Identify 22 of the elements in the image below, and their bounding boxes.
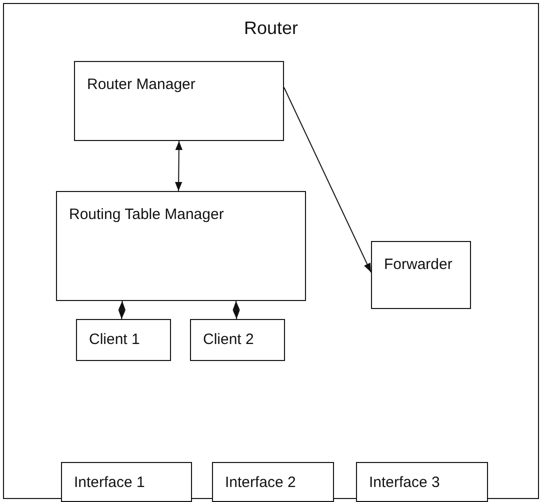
box-label: Client 1	[89, 331, 140, 348]
arrow	[232, 300, 240, 320]
arrow	[118, 300, 126, 320]
arrow	[284, 86, 372, 273]
component-box	[371, 241, 471, 309]
component-box	[56, 191, 306, 301]
box-label: Interface 3	[369, 474, 440, 491]
router-frame	[3, 3, 539, 499]
frame-title: Router	[244, 18, 298, 39]
arrow	[175, 140, 182, 192]
box-label: Forwarder	[384, 256, 452, 273]
component-box	[74, 61, 284, 141]
component-box	[76, 319, 171, 361]
box-label: Routing Table Manager	[69, 206, 224, 223]
component-box	[212, 462, 334, 502]
box-label: Client 2	[203, 331, 254, 348]
box-label: Router Manager	[87, 76, 196, 93]
component-box	[190, 319, 285, 361]
box-label: Interface 2	[225, 474, 296, 491]
component-box	[356, 462, 488, 502]
component-box	[61, 462, 192, 502]
box-label: Interface 1	[74, 474, 145, 491]
